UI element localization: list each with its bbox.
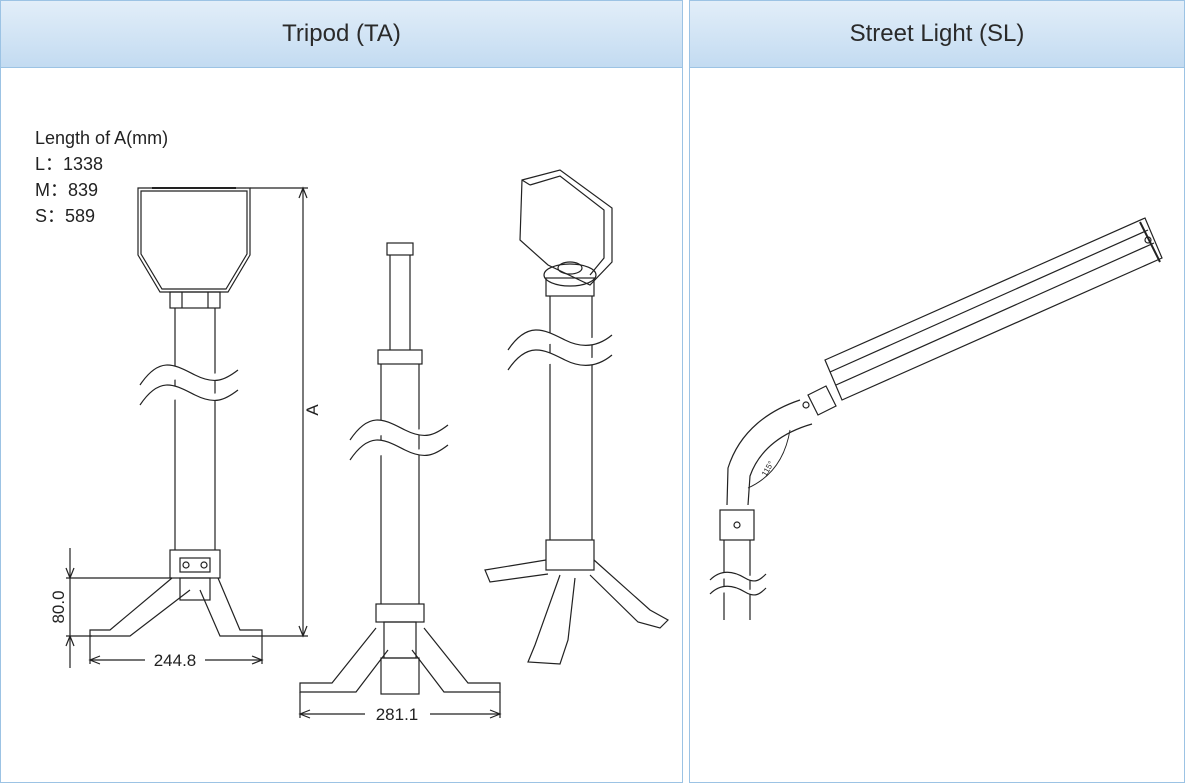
street-light-panel: Street Light (SL) [689,0,1185,783]
dimension-width-front: 244.8 [154,651,197,670]
dimension-width-side: 281.1 [376,705,419,724]
tripod-side-view [298,242,502,719]
tripod-perspective-view [484,169,669,665]
tripod-front-view [65,186,308,668]
dimension-a: A [303,404,322,416]
spec-row-s: S：589 [35,206,96,226]
tripod-header: Tripod (TA) [1,1,682,68]
dimension-base-height: 80.0 [49,590,68,623]
street-light-drawing [709,217,1163,620]
street-light-header: Street Light (SL) [690,1,1184,68]
spec-heading: Length of A(mm) [35,128,169,148]
spec-row-m: M：839 [35,180,99,200]
tripod-panel: Tripod (TA) [0,0,683,783]
panel-divider [683,0,689,783]
street-light-title: Street Light (SL) [849,20,1025,47]
spec-row-l: L：1338 [35,154,104,174]
tripod-title: Tripod (TA) [282,20,401,47]
length-spec: Length of A(mm) L：1338 M：839 S：589 [35,125,168,229]
